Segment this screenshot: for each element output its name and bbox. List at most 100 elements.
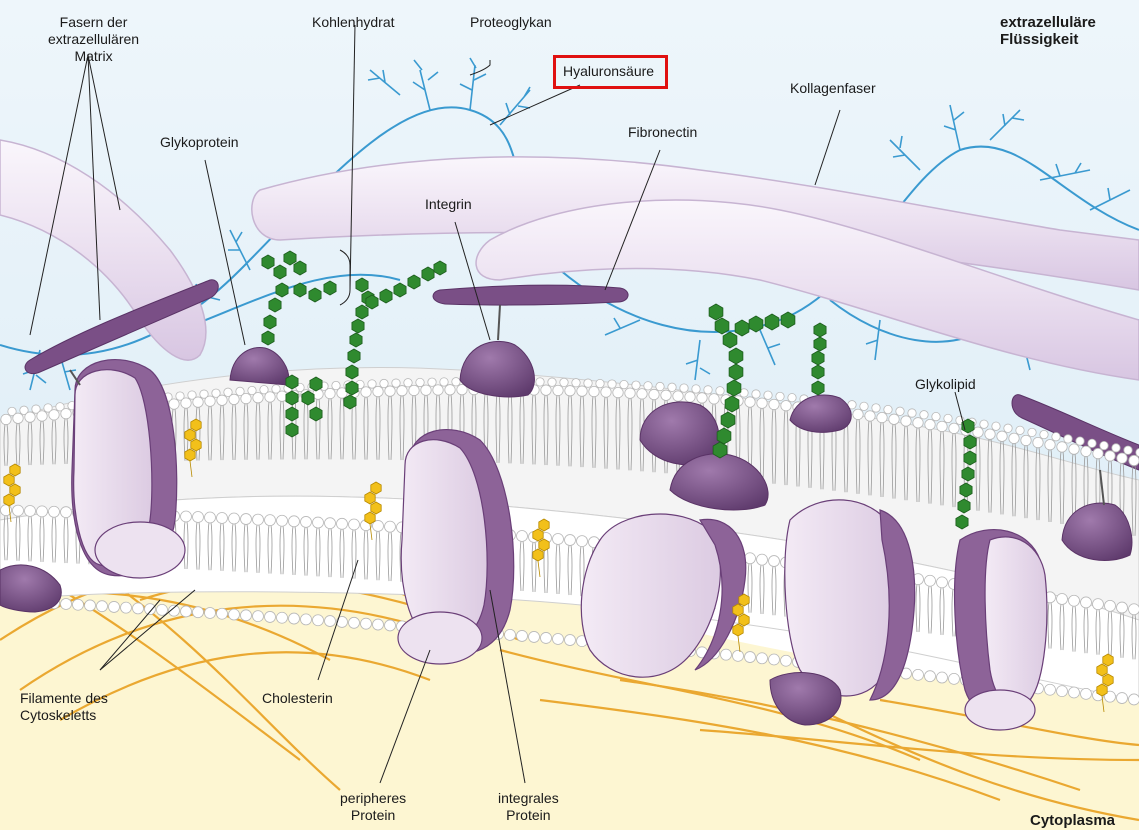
lipid-head [745, 652, 756, 663]
lipid-head [565, 535, 576, 546]
sugar-unit [962, 467, 974, 481]
sugar-unit [284, 251, 296, 265]
cholesterol-ring [191, 439, 201, 451]
lipid-head [1045, 440, 1055, 450]
lipid-head [992, 422, 1000, 430]
lipid-head [1, 414, 11, 424]
cholesterol-ring [1097, 684, 1107, 696]
lipid-head [548, 378, 556, 386]
lipid-head [1004, 424, 1012, 432]
lipid-head [901, 416, 911, 426]
lipid-head [932, 412, 940, 420]
sugar-unit [262, 255, 274, 269]
lipid-head [733, 650, 744, 661]
lipid-head [385, 386, 395, 396]
lipid-head [373, 619, 384, 630]
sugar-unit [422, 267, 434, 281]
lipid-head [385, 521, 396, 532]
label-filamente-line2: Cytoskeletts [20, 707, 108, 724]
lipid-head [416, 378, 424, 386]
lipid-head [913, 669, 924, 680]
lipid-head [553, 534, 564, 545]
lipid-head [613, 387, 623, 397]
label-peripheres-line1: peripheres [340, 790, 406, 807]
lipid-head [853, 409, 863, 419]
lipid-head [1081, 597, 1092, 608]
label-fibronectin: Fibronectin [628, 124, 697, 141]
sugar-unit [264, 315, 276, 329]
sugar-unit [294, 283, 306, 297]
label-cytoplasma: Cytoplasma [1030, 812, 1115, 829]
sugar-unit [352, 319, 364, 333]
lipid-head [109, 601, 120, 612]
label-hyaluronsaeure: Hyaluronsäure [563, 63, 654, 80]
sugar-unit [964, 435, 976, 449]
lipid-head [896, 407, 904, 415]
lipid-head [913, 418, 923, 428]
lipid-head [392, 379, 400, 387]
lipid-head [253, 514, 264, 525]
sugar-unit [729, 348, 743, 364]
lipid-head [680, 384, 688, 392]
lipid-head [1069, 444, 1079, 454]
lipid-head [980, 420, 988, 428]
lipid-head [229, 609, 240, 620]
lipid-head [1057, 594, 1068, 605]
lipid-head [1093, 599, 1104, 610]
lipid-head [73, 599, 84, 610]
lipid-head [656, 382, 664, 390]
label-integrales-protein: integrales Protein [498, 790, 559, 824]
cholesterol-ring [739, 614, 749, 626]
lipid-head [397, 386, 407, 396]
lipid-head [409, 385, 419, 395]
lipid-head [277, 515, 288, 526]
lipid-head [865, 411, 875, 421]
label-cholesterin: Cholesterin [262, 690, 333, 707]
label-integrin: Integrin [425, 196, 472, 213]
lipid-head [1129, 694, 1139, 705]
lipid-head [205, 512, 216, 523]
sugar-unit [348, 349, 360, 363]
lipid-head [625, 388, 635, 398]
label-fasern-line1: Fasern der [48, 14, 139, 31]
lipid-head [632, 381, 640, 389]
lipid-head [949, 673, 960, 684]
lipid-head [325, 518, 336, 529]
lipid-head [860, 402, 868, 410]
lipid-head [289, 613, 300, 624]
lipid-head [157, 604, 168, 615]
sugar-unit [346, 365, 358, 379]
lipid-head [181, 511, 192, 522]
lipid-head [217, 608, 228, 619]
lipid-head [97, 601, 108, 612]
cholesterol-ring [733, 624, 743, 636]
sugar-unit [749, 316, 763, 332]
sugar-unit [812, 381, 824, 395]
lipid-head [229, 394, 239, 404]
sugar-unit [958, 499, 970, 513]
lipid-head [788, 393, 796, 401]
lipid-head [944, 414, 952, 422]
lipid-head [433, 385, 443, 395]
lipid-head [1129, 604, 1139, 615]
lipid-head [325, 616, 336, 627]
lipid-head [1129, 455, 1139, 465]
cholesterol-ring [191, 419, 201, 431]
cholesterol-ring [185, 429, 195, 441]
lipid-head [1105, 600, 1116, 611]
lipid-head [553, 633, 564, 644]
lipid-head [721, 649, 732, 660]
sugar-unit [302, 391, 314, 405]
lipid-head [997, 431, 1007, 441]
label-glykoprotein: Glykoprotein [160, 134, 239, 151]
sugar-unit [356, 305, 368, 319]
lipid-head [704, 386, 712, 394]
label-peripheres-line2: Protein [340, 807, 406, 824]
lipid-head [584, 379, 592, 387]
lipid-head [572, 379, 580, 387]
cholesterol-ring [1097, 664, 1107, 676]
lipid-head [529, 631, 540, 642]
lipid-head [1009, 433, 1019, 443]
lipid-head [373, 386, 383, 396]
